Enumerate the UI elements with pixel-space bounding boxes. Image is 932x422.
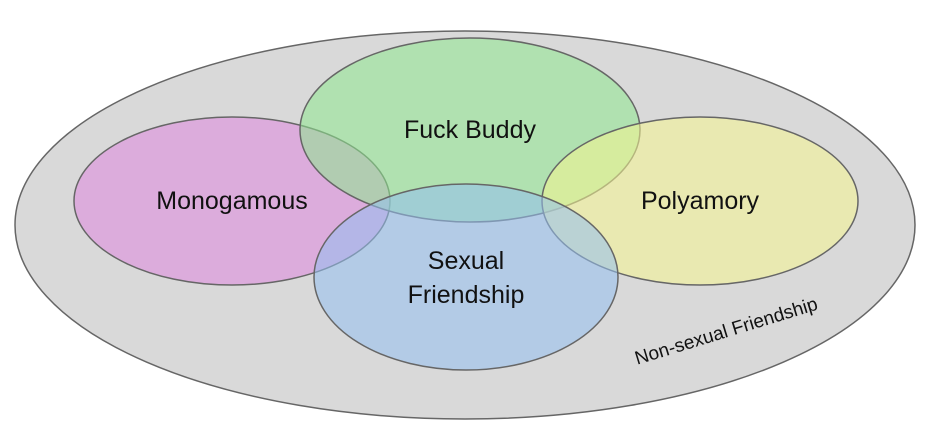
monogamous-label: Monogamous [156,187,307,215]
polyamory-label: Polyamory [641,187,760,215]
sexual-friendship-label-line2: Friendship [408,281,525,309]
fuck-buddy-label: Fuck Buddy [404,116,537,144]
sexual-friendship-ellipse [313,183,619,371]
sexual-friendship-label-line1: Sexual [428,247,504,275]
